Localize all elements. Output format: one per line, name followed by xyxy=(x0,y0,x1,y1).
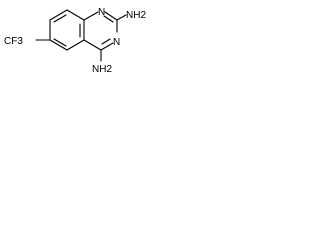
atom-label-n3: N xyxy=(113,37,120,48)
bond-n1-c2 xyxy=(104,11,118,21)
atom-label-group: N N NH2 NH2 CF3 xyxy=(4,7,146,75)
double-bond-n3-c4 xyxy=(101,38,111,45)
bond-c4a-c5 xyxy=(66,39,85,51)
double-bond-n1-c2 xyxy=(103,15,114,23)
bond-c8-c8a xyxy=(66,9,85,21)
atom-label-n1: N xyxy=(98,7,105,18)
bond-c2-nh2 xyxy=(116,14,127,21)
double-bond-c5-c6 xyxy=(53,38,67,47)
bond-c4-c4a xyxy=(83,39,102,51)
molecule-structure: N N NH2 NH2 CF3 xyxy=(4,7,146,75)
bond-group xyxy=(35,9,127,62)
amino-group-c4-label: NH2 xyxy=(92,64,112,75)
bond-c8a-n1 xyxy=(83,11,99,21)
amino-group-c2-label: NH2 xyxy=(126,10,146,21)
double-bond-c7-c8 xyxy=(53,14,67,23)
trifluoromethyl-group-label: CF3 xyxy=(4,36,23,47)
bond-n3-c4 xyxy=(100,42,114,51)
bond-c5-c6 xyxy=(49,39,68,51)
bond-c7-c8 xyxy=(49,9,68,21)
molecule-canvas: N N NH2 NH2 CF3 xyxy=(0,0,146,77)
